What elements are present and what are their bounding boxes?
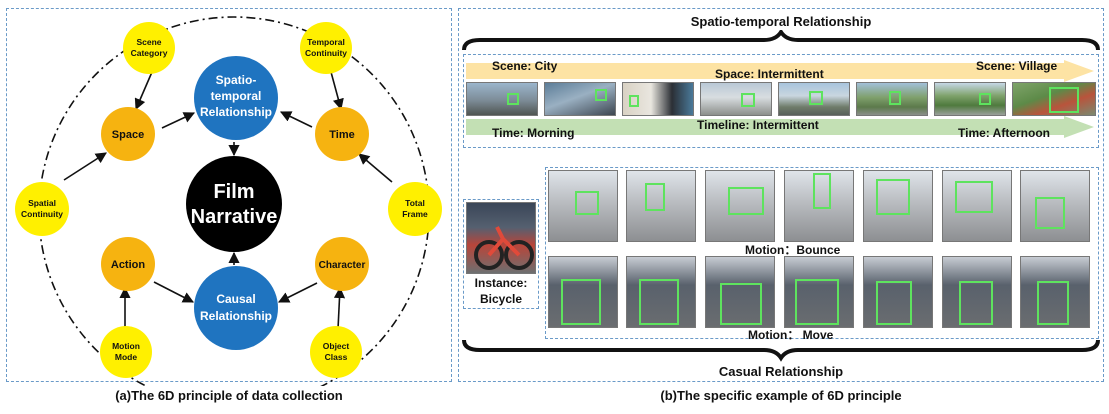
arrow-action-to-causal bbox=[153, 281, 194, 303]
scene-frame-2 bbox=[544, 82, 616, 116]
bounce-frame-3 bbox=[705, 170, 775, 242]
node-spatial-continuity bbox=[15, 182, 69, 236]
panel-a-frame bbox=[6, 8, 452, 382]
label-causal-2: Relationship bbox=[200, 309, 272, 323]
arrow-space-to-spatio bbox=[161, 112, 196, 129]
instance-box bbox=[463, 199, 539, 309]
instance-bicycle-image bbox=[466, 202, 536, 274]
label-object-1: Object bbox=[323, 341, 350, 351]
scene-frame-4 bbox=[700, 82, 772, 116]
arrow-spatial-to-space bbox=[63, 152, 107, 181]
move-frame-3 bbox=[705, 256, 775, 328]
move-frame-5 bbox=[863, 256, 933, 328]
title-spatio-temporal: Spatio-temporal Relationship bbox=[690, 14, 872, 29]
move-frame-7 bbox=[1020, 256, 1090, 328]
bounce-frames-row bbox=[548, 170, 1096, 242]
label-time: Time bbox=[329, 129, 354, 141]
label-film: Film bbox=[213, 181, 254, 203]
node-object-class bbox=[310, 326, 362, 378]
label-temporal-1: Temporal bbox=[307, 37, 345, 47]
bounce-frame-4 bbox=[784, 170, 854, 242]
bounce-frame-2 bbox=[626, 170, 696, 242]
caption-a: (a)The 6D principle of data collection bbox=[115, 388, 343, 403]
node-film-narrative bbox=[186, 156, 282, 252]
node-total-frame bbox=[388, 182, 442, 236]
move-frame-6 bbox=[942, 256, 1012, 328]
move-frames-row bbox=[548, 256, 1096, 328]
label-time-afternoon: Time: Afternoon bbox=[958, 126, 1050, 140]
label-object-2: Class bbox=[325, 352, 348, 362]
label-spatial-1: Spatial bbox=[28, 198, 56, 208]
arrow-temporal-to-time bbox=[330, 71, 344, 111]
title-casual: Casual Relationship bbox=[718, 364, 844, 379]
bounce-frame-6 bbox=[942, 170, 1012, 242]
label-total-1: Total bbox=[405, 198, 425, 208]
label-spatio-2: temporal bbox=[211, 89, 262, 103]
label-timeline-intermittent: Timeline: Intermittent bbox=[697, 118, 819, 132]
label-character: Character bbox=[319, 260, 366, 271]
arrow-time-to-spatio bbox=[279, 111, 313, 128]
arrow-scene-to-space bbox=[134, 71, 153, 111]
node-temporal-continuity bbox=[300, 22, 352, 74]
label-instance: Instance: bbox=[474, 276, 528, 290]
arrow-total-to-time bbox=[358, 153, 393, 183]
label-motion-1: Motion bbox=[112, 341, 140, 351]
bounce-frame-7 bbox=[1020, 170, 1090, 242]
label-time-morning: Time: Morning bbox=[492, 126, 575, 140]
move-frame-1 bbox=[548, 256, 618, 328]
label-temporal-2: Continuity bbox=[305, 48, 347, 58]
node-character bbox=[315, 237, 369, 291]
label-causal-1: Causal bbox=[216, 292, 255, 306]
timeline-arrow bbox=[466, 116, 1094, 138]
label-action: Action bbox=[111, 259, 146, 271]
label-spatio-1: Spatio- bbox=[216, 73, 257, 87]
node-time bbox=[315, 107, 369, 161]
label-spatio-3: Relationship bbox=[200, 105, 272, 119]
space-arrow bbox=[466, 60, 1094, 82]
move-frame-4 bbox=[784, 256, 854, 328]
move-frame-2 bbox=[626, 256, 696, 328]
bottom-brace bbox=[462, 339, 1100, 362]
panel-a-diagram: Film Narrative Spatio- temporal Relation… bbox=[15, 16, 442, 386]
label-instance-bicycle: Bicycle bbox=[479, 292, 523, 306]
node-spatio-temporal bbox=[194, 56, 278, 140]
label-space-intermittent: Space: Intermittent bbox=[715, 67, 824, 81]
label-motion-move: Motion： Move bbox=[748, 328, 834, 342]
bounce-frame-5 bbox=[863, 170, 933, 242]
label-scene-city: Scene: City bbox=[492, 59, 558, 73]
scene-frames-row bbox=[466, 82, 1096, 116]
scene-frame-8 bbox=[1012, 82, 1096, 116]
label-space: Space bbox=[112, 129, 144, 141]
label-scene-village: Scene: Village bbox=[976, 59, 1058, 73]
scene-frame-1 bbox=[466, 82, 538, 116]
caption-b: (b)The specific example of 6D principle bbox=[660, 388, 902, 403]
label-motion-bounce: Motion：Bounce bbox=[745, 243, 841, 257]
label-narrative: Narrative bbox=[191, 206, 278, 228]
node-action bbox=[101, 237, 155, 291]
top-brace bbox=[462, 30, 1100, 51]
panel-b-frame bbox=[458, 8, 1104, 382]
scene-frame-5 bbox=[778, 82, 850, 116]
motion-grid-box bbox=[545, 167, 1099, 339]
node-scene-category bbox=[123, 22, 175, 74]
scene-frame-3 bbox=[622, 82, 694, 116]
label-total-2: Frame bbox=[402, 209, 428, 219]
label-scene-1: Scene bbox=[136, 37, 161, 47]
node-causal bbox=[194, 266, 278, 350]
bounce-frame-1 bbox=[548, 170, 618, 242]
node-motion-mode bbox=[100, 326, 152, 378]
spatio-temporal-strip bbox=[463, 54, 1099, 148]
label-spatial-2: Continuity bbox=[21, 209, 63, 219]
arrow-character-to-causal bbox=[277, 282, 318, 303]
node-space bbox=[101, 107, 155, 161]
scene-frame-7 bbox=[934, 82, 1006, 116]
label-motion-2: Mode bbox=[115, 352, 137, 362]
arrow-object-to-character bbox=[333, 286, 346, 330]
scene-frame-6 bbox=[856, 82, 928, 116]
label-scene-2: Category bbox=[131, 48, 168, 58]
